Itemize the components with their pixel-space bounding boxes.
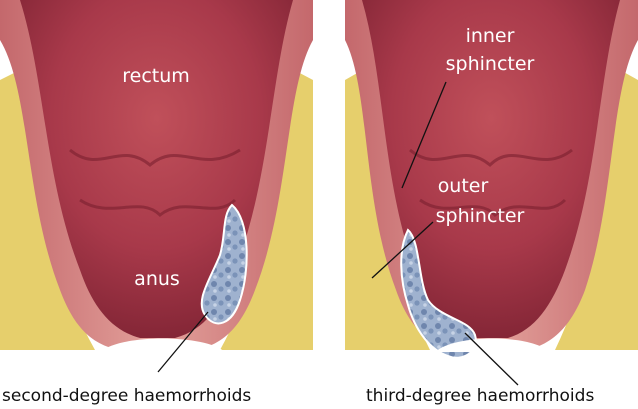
panel-divider [313, 0, 345, 372]
panel-third-degree: inner sphincter outer sphincter third-de… [345, 0, 638, 406]
label-rectum: rectum [122, 65, 190, 87]
label-anus: anus [134, 268, 180, 290]
caption-second-degree: second-degree haemorrhoids [2, 386, 251, 406]
label-inner-sphincter-line1: inner [466, 25, 515, 47]
panel-second-degree: rectum anus second-degree haemorrhoids [0, 0, 313, 406]
label-outer-sphincter-line1: outer [438, 175, 489, 197]
label-inner-sphincter-line2: sphincter [446, 53, 535, 75]
caption-third-degree: third-degree haemorrhoids [366, 386, 594, 406]
label-outer-sphincter-line2: sphincter [436, 205, 525, 227]
